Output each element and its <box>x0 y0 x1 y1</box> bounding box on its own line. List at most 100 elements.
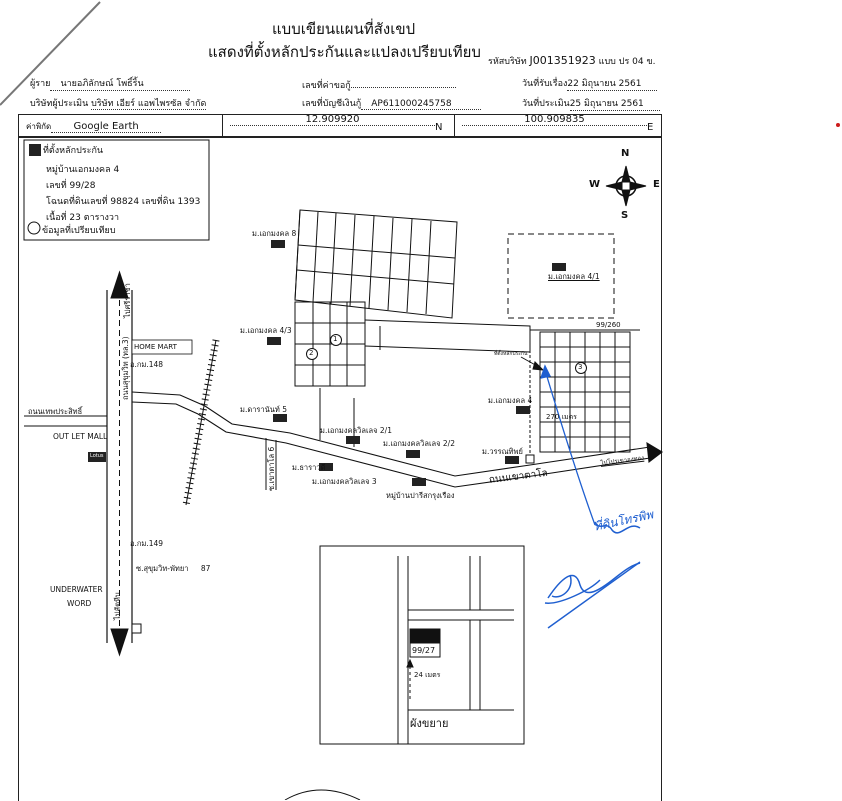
label-word: WORD <box>67 599 92 608</box>
legend-deed: โฉนดที่ดินเลขที่ 98824 เลขที่ดิน 1393 <box>46 197 201 207</box>
legend-collateral-swatch <box>29 144 41 156</box>
legend-house-no: เลขที่ 99/28 <box>46 181 96 191</box>
legend-village: หมู่บ้านเอกมงคล 4 <box>46 165 120 175</box>
inset-map <box>319 545 525 745</box>
circle-label-3: 3 <box>578 363 583 371</box>
appraiser-value: บริษัท เอียร์ แอพไพรซัล จำกัด <box>91 99 207 110</box>
client-row: ผู้ราย นายอภิลักษณ์ โพธิ์ริ้น <box>30 76 191 91</box>
received-label: วันที่รับเรื่อง <box>522 79 568 89</box>
legend-comparison-label: ข้อมูลที่เปรียบเทียบ <box>42 226 116 236</box>
coord-lat-suffix: N <box>435 122 443 133</box>
compass-s: S <box>621 210 629 221</box>
label-baan-pratkrung: หมู่บ้านปารีสกรุงเรือง <box>386 491 455 500</box>
appraiser-row: บริษัทผู้ประเมิน บริษัท เอียร์ แอพไพรซัล… <box>30 96 207 110</box>
soi-khaotalo6 <box>265 438 277 490</box>
coord-divider-2 <box>454 114 455 136</box>
inset-caption: ผังขยาย <box>410 717 449 730</box>
client-value: นายอภิลักษณ์ โพธิ์ริ้น <box>50 76 191 91</box>
label-km148: อ.กม.148 <box>130 360 164 369</box>
label-ekmongkol4: ม.เอกมงคล 4 <box>488 396 533 405</box>
label-road-sukhumvit: ถนนสุขุมวิท (ทล.3) <box>121 336 130 400</box>
company-code-label: รหัสบริษัท <box>488 57 527 67</box>
title-line1: แบบเขียนแผนที่สังเขป <box>272 20 416 38</box>
comparison-circle-2 <box>306 348 318 360</box>
label-ekmongkol8: ม.เอกมงคล 8 <box>252 229 297 238</box>
label-tarawadee: ม.ธาราวดี <box>292 463 326 472</box>
label-to-sriracha: ไปศรีราชา <box>123 283 132 318</box>
label-ekmongkol43: ม.เอกมงคล 4/3 <box>240 326 292 335</box>
buyer-value <box>350 76 456 88</box>
railway <box>182 339 220 506</box>
label-km149: อ.กม.149 <box>130 539 164 548</box>
label-to-sattahip: ไปสัตหีบ <box>113 592 122 620</box>
appraise-date-value: 25 มิถุนายน 2561 <box>569 96 660 111</box>
compass-e: E <box>653 179 660 190</box>
appraise-date-row: วันที่ประเมิน25 มิถุนายน 2561 <box>522 96 660 111</box>
circle-label-1: 1 <box>333 335 338 343</box>
stray-pen-line <box>0 1 101 106</box>
blue-ink-arrow <box>540 364 596 526</box>
legend-collateral-label: ที่ตั้งหลักประกัน <box>43 146 104 156</box>
ekmongkol4-grid <box>529 330 631 465</box>
label-wannatip: ม.วรรณทิพย์ <box>482 447 523 456</box>
buyer-label: เลขที่ค่าขอกู้ <box>302 81 351 91</box>
account-value: AP611000245758 <box>361 99 482 110</box>
label-outlet-mall: OUT LET MALL <box>53 432 108 441</box>
label-daranuch5: ม.ดารานันท์ 5 <box>240 405 288 414</box>
compass-w: W <box>589 179 601 190</box>
circle-label-2: 2 <box>309 349 314 357</box>
label-sukhumvit-num: 87 <box>200 564 211 573</box>
form-label: แบบ ปร 04 ข. <box>598 57 656 67</box>
account-label: เลขที่บัญชีเงินกู้ <box>302 99 362 109</box>
appraiser-label: บริษัทผู้ประเมิน <box>30 99 89 109</box>
account-value-text: AP611000245758 <box>371 99 452 109</box>
label-lotus: Lotus <box>90 453 104 459</box>
ekmongkol8-grid <box>294 209 458 319</box>
legend-comparison-circle <box>27 221 41 235</box>
signature-scribble <box>544 521 641 629</box>
coord-row-frame <box>18 114 662 138</box>
comparison-circle-1 <box>330 334 342 346</box>
collateral-marker <box>520 356 545 371</box>
client-value-text: นายอภิลักษณ์ โพธิ์ริ้น <box>60 79 144 89</box>
road-khaotalo <box>131 391 663 488</box>
client-label: ผู้ราย <box>30 79 51 89</box>
label-home-mart: HOME MART <box>134 343 177 351</box>
label-vilage21: ม.เอกมงคลวิลเลจ 2/1 <box>320 426 392 435</box>
inset-distance: 24 เมตร <box>414 671 441 679</box>
coord-lat: 12.909920N <box>230 114 450 133</box>
ekmongkol41-boundary <box>507 233 615 319</box>
comparison-circle-3 <box>575 362 587 374</box>
label-vilage22: ม.เอกมงคลวิลเลจ 2/2 <box>383 439 455 448</box>
label-distance-270: 270 เมตร <box>546 413 577 421</box>
home-mart-box <box>131 339 193 355</box>
label-soi-khaotalo6: ซ.เขาตาโล 6 <box>267 446 276 491</box>
map-frame <box>18 136 662 801</box>
label-ekmongkol41: ม.เอกมงคล 4/1 <box>548 272 600 281</box>
coord-source-value: Google Earth <box>51 121 162 133</box>
label-underwater: UNDERWATER <box>50 585 103 594</box>
road-sukhumvit <box>106 270 133 657</box>
bottom-stamp-arc <box>284 789 361 800</box>
coord-lon-value: 100.909835 <box>462 114 647 126</box>
title-line2: แสดงที่ตั้งหลักประกันและแปลงเปรียบเทียบ <box>208 43 481 61</box>
compass-n: N <box>621 148 630 159</box>
coord-lon: 100.909835E <box>462 114 662 133</box>
received-row: วันที่รับเรื่อง22 มิถุนายน 2561 <box>522 76 658 91</box>
coord-source-label: ค่าพิกัด <box>26 122 52 131</box>
legend-area: เนื้อที่ 23 ตารางวา <box>46 213 120 223</box>
ekmongkol43-grid <box>294 301 531 387</box>
compass-rose <box>605 165 647 207</box>
label-road-phetprasit: ถนนเทพประสิทธิ์ <box>28 407 83 416</box>
received-value: 22 มิถุนายน 2561 <box>567 76 658 91</box>
building-icons <box>88 240 566 634</box>
company-code: รหัสบริษัท J001351923 แบบ ปร 04 ข. <box>488 54 655 68</box>
account-row: เลขที่บัญชีเงินกู้ AP611000245758 <box>302 96 482 110</box>
legend-box <box>23 139 210 241</box>
road-phetprasit <box>24 415 107 427</box>
appraise-date-label: วันที่ประเมิน <box>522 99 570 109</box>
coord-lat-value: 12.909920 <box>230 114 435 126</box>
red-dot <box>836 123 840 127</box>
